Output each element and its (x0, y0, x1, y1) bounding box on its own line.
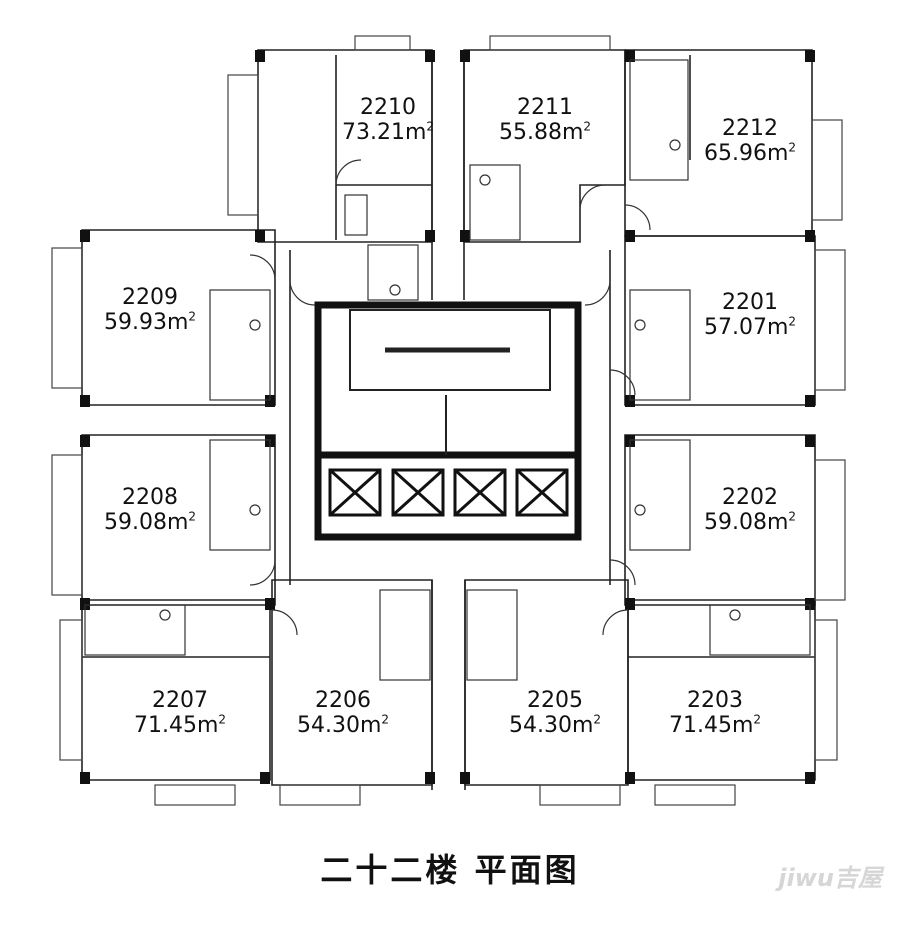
unit-area: 57.07m2 (703, 314, 797, 341)
unit-2212-label: 2212 65.96m2 (695, 116, 805, 167)
unit-area: 59.08m2 (703, 509, 797, 536)
plan-title: 二十二楼 平面图 (320, 851, 580, 889)
unit-number: 2210 (360, 95, 416, 120)
unit-number: 2208 (122, 485, 178, 510)
unit-2205-outline (464, 579, 629, 786)
unit-2205-label: 2205 54.30m2 (500, 688, 610, 739)
elevator-group (328, 468, 569, 517)
unit-area: 59.93m2 (103, 309, 197, 336)
door-swings (249, 159, 651, 636)
unit-number: 2212 (722, 116, 778, 141)
unit-2208-label: 2208 59.08m2 (95, 485, 205, 536)
unit-area: 71.45m2 (133, 712, 227, 739)
unit-2207-label: 2207 71.45m2 (125, 688, 235, 739)
unit-number: 2201 (722, 290, 778, 315)
columns (80, 50, 815, 784)
bathroom-fixtures (84, 59, 811, 681)
unit-2201-label: 2201 57.07m2 (695, 290, 805, 341)
unit-2206-label: 2206 54.30m2 (288, 688, 398, 739)
unit-area: 55.88m2 (498, 119, 592, 146)
watermark-logo: jiwu吉屋 (778, 864, 882, 892)
unit-number: 2211 (517, 95, 573, 120)
unit-2211-outline (463, 49, 626, 243)
unit-number: 2203 (687, 688, 743, 713)
unit-2209-label: 2209 59.93m2 (95, 285, 205, 336)
unit-2202-label: 2202 59.08m2 (695, 485, 805, 536)
unit-area: 54.30m2 (508, 712, 602, 739)
unit-2210-label: 2210 73.21m2 (333, 95, 443, 146)
unit-area: 65.96m2 (703, 140, 797, 167)
unit-2203-label: 2203 71.45m2 (660, 688, 770, 739)
unit-2206-outline (271, 579, 433, 786)
unit-number: 2209 (122, 285, 178, 310)
unit-2211-label: 2211 55.88m2 (490, 95, 600, 146)
unit-number: 2206 (315, 688, 371, 713)
unit-area: 71.45m2 (668, 712, 762, 739)
unit-area: 54.30m2 (296, 712, 390, 739)
building-core (314, 301, 582, 541)
unit-number: 2202 (722, 485, 778, 510)
unit-number: 2205 (527, 688, 583, 713)
unit-number: 2207 (152, 688, 208, 713)
balconies (51, 35, 846, 806)
unit-area: 73.21m2 (341, 119, 435, 146)
unit-area: 59.08m2 (103, 509, 197, 536)
